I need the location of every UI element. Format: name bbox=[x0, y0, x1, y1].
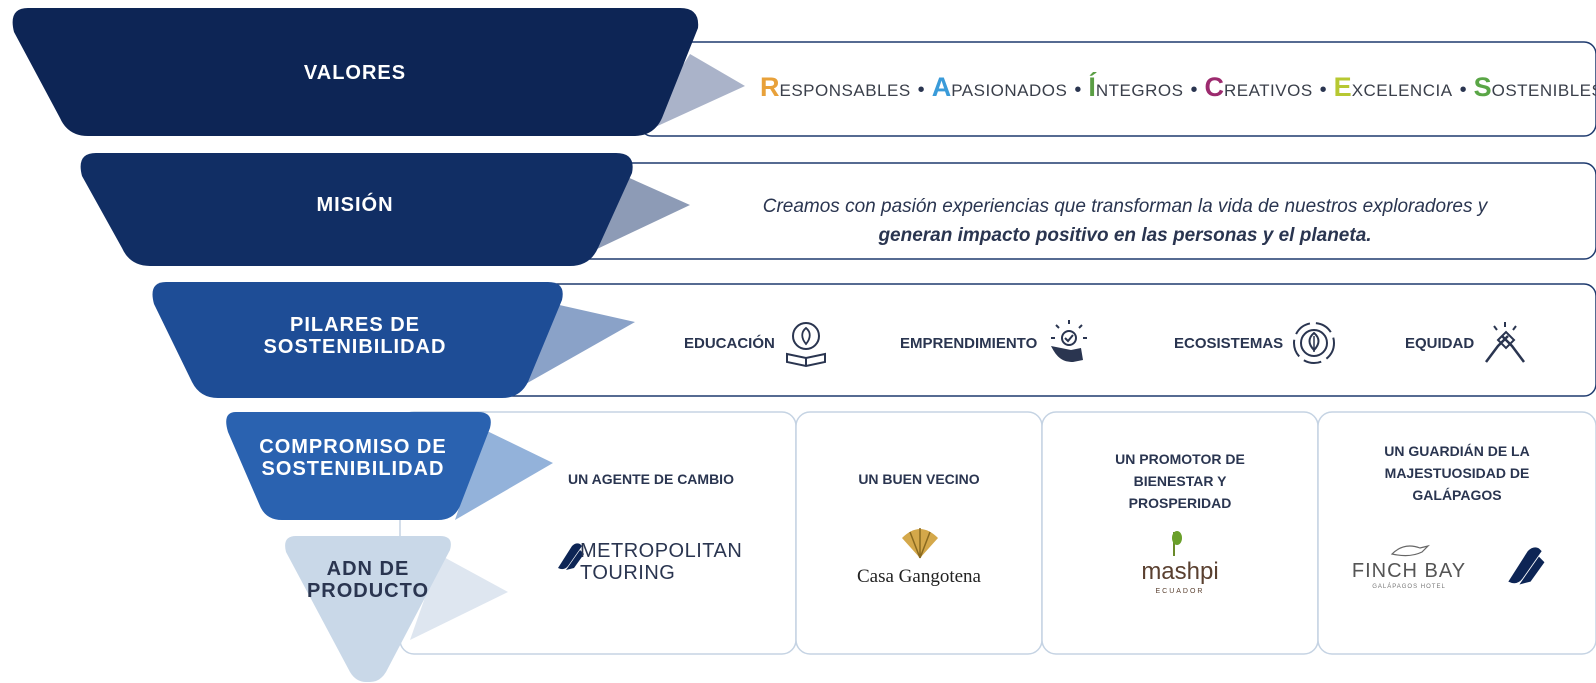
value-initial: E bbox=[1333, 72, 1352, 102]
mission-line-1: Creamos con pasión experiencias que tran… bbox=[762, 196, 1488, 217]
value-rest: XCELENCIA bbox=[1351, 81, 1453, 100]
casa-gangotena-logo: Casa Gangotena bbox=[836, 524, 1002, 594]
compromiso-label: COMPROMISO DE SOSTENIBILIDAD bbox=[259, 436, 447, 480]
finch-bay-subtext: GALÁPAGOS HOTEL bbox=[1372, 584, 1446, 590]
separator-dot: • bbox=[1459, 79, 1467, 101]
value-rest: REATIVOS bbox=[1223, 81, 1313, 100]
mision-pointer bbox=[578, 176, 690, 258]
value-initial: R bbox=[760, 72, 780, 102]
value-initial: S bbox=[1473, 72, 1492, 102]
pillar-educacion: EDUCACIÓN bbox=[684, 318, 831, 368]
mission-emphasis: generan impacto positivo en las personas… bbox=[878, 225, 1372, 246]
values-list: RESPONSABLES • APASIONADOS • ÍNTEGROS • … bbox=[760, 72, 1596, 106]
adn-band bbox=[285, 536, 451, 682]
bird-icon bbox=[1390, 544, 1430, 557]
leaf-icon bbox=[1172, 531, 1182, 556]
commitment-title: UN BUEN VECINO bbox=[858, 471, 980, 487]
value-initial: A bbox=[931, 72, 952, 102]
mashpi-text: mashpi bbox=[1141, 558, 1219, 585]
casa-gangotena-text: Casa Gangotena bbox=[857, 566, 981, 587]
separator-dot: • bbox=[917, 79, 925, 101]
value-item: CREATIVOS bbox=[1204, 72, 1312, 103]
value-item: SOSTENIBLES bbox=[1474, 72, 1596, 103]
adn-label: ADN DE PRODUCTO bbox=[306, 558, 430, 602]
metropolitan-swoosh-icon bbox=[1508, 547, 1545, 585]
value-rest: PASIONADOS bbox=[951, 81, 1068, 100]
valores-pointer bbox=[640, 54, 745, 134]
pillar-label: EDUCACIÓN bbox=[684, 334, 775, 352]
pilares-label: PILARES DE SOSTENIBILIDAD bbox=[263, 314, 447, 358]
value-item: APASIONADOS bbox=[932, 72, 1068, 103]
pilares-pointer bbox=[508, 304, 635, 394]
hand-idea-icon bbox=[1051, 320, 1088, 362]
value-item: ÍNTEGROS bbox=[1088, 72, 1183, 103]
valores-band bbox=[12, 8, 699, 136]
handshake-icon bbox=[1485, 322, 1526, 363]
commitment-box-4 bbox=[1317, 411, 1596, 655]
value-item: RESPONSABLES bbox=[760, 72, 911, 103]
commitment-title: UN AGENTE DE CAMBIO bbox=[568, 471, 734, 487]
mision-label: MISIÓN bbox=[316, 194, 394, 216]
separator-dot: • bbox=[1190, 79, 1198, 101]
value-initial: Í bbox=[1088, 72, 1096, 102]
valores-label: VALORES bbox=[303, 62, 407, 84]
pillar-label: ECOSISTEMAS bbox=[1174, 334, 1284, 352]
mission-statement: Creamos con pasión experiencias que tran… bbox=[690, 192, 1560, 250]
mashpi-logo: mashpi ECUADOR bbox=[1134, 528, 1234, 604]
value-rest: NTEGROS bbox=[1095, 81, 1184, 100]
metropolitan-touring-logo: METROPOLITAN TOURING bbox=[552, 538, 782, 588]
value-initial: C bbox=[1204, 72, 1224, 102]
pillar-emprendimiento: EMPRENDIMIENTO bbox=[900, 318, 1093, 368]
value-item: EXCELENCIA bbox=[1334, 72, 1453, 103]
commitment-title: UN GUARDIÁN DE LA MAJESTUOSIDAD DE GALÁP… bbox=[1384, 443, 1530, 503]
pillar-equidad: EQUIDAD bbox=[1405, 318, 1530, 368]
metropolitan-swoosh-icon bbox=[558, 543, 584, 570]
mission-line-2: generan impacto positivo en las personas… bbox=[690, 221, 1560, 250]
commitment-title: UN PROMOTOR DE BIENESTAR Y PROSPERIDAD bbox=[1115, 451, 1245, 511]
value-rest: OSTENIBLES bbox=[1491, 81, 1596, 100]
mashpi-subtext: ECUADOR bbox=[1155, 588, 1205, 595]
separator-dot: • bbox=[1074, 79, 1082, 101]
pillar-ecosistemas: ECOSISTEMAS bbox=[1174, 318, 1339, 368]
value-rest: ESPONSABLES bbox=[779, 81, 911, 100]
cycle-leaf-icon bbox=[1293, 322, 1336, 364]
shell-icon bbox=[902, 528, 938, 559]
pilares-band bbox=[152, 282, 563, 398]
pillar-label: EMPRENDIMIENTO bbox=[900, 334, 1038, 352]
globe-book-icon bbox=[785, 322, 826, 368]
compromiso-band bbox=[226, 412, 491, 520]
finch-bay-logo: FINCH BAY GALÁPAGOS HOTEL bbox=[1344, 540, 1474, 596]
finch-bay-text: FINCH BAY bbox=[1351, 560, 1467, 582]
metropolitan-logo-text: METROPOLITAN TOURING bbox=[580, 540, 743, 584]
pillar-label: EQUIDAD bbox=[1405, 334, 1475, 352]
separator-dot: • bbox=[1319, 79, 1327, 101]
mision-band bbox=[80, 153, 633, 266]
